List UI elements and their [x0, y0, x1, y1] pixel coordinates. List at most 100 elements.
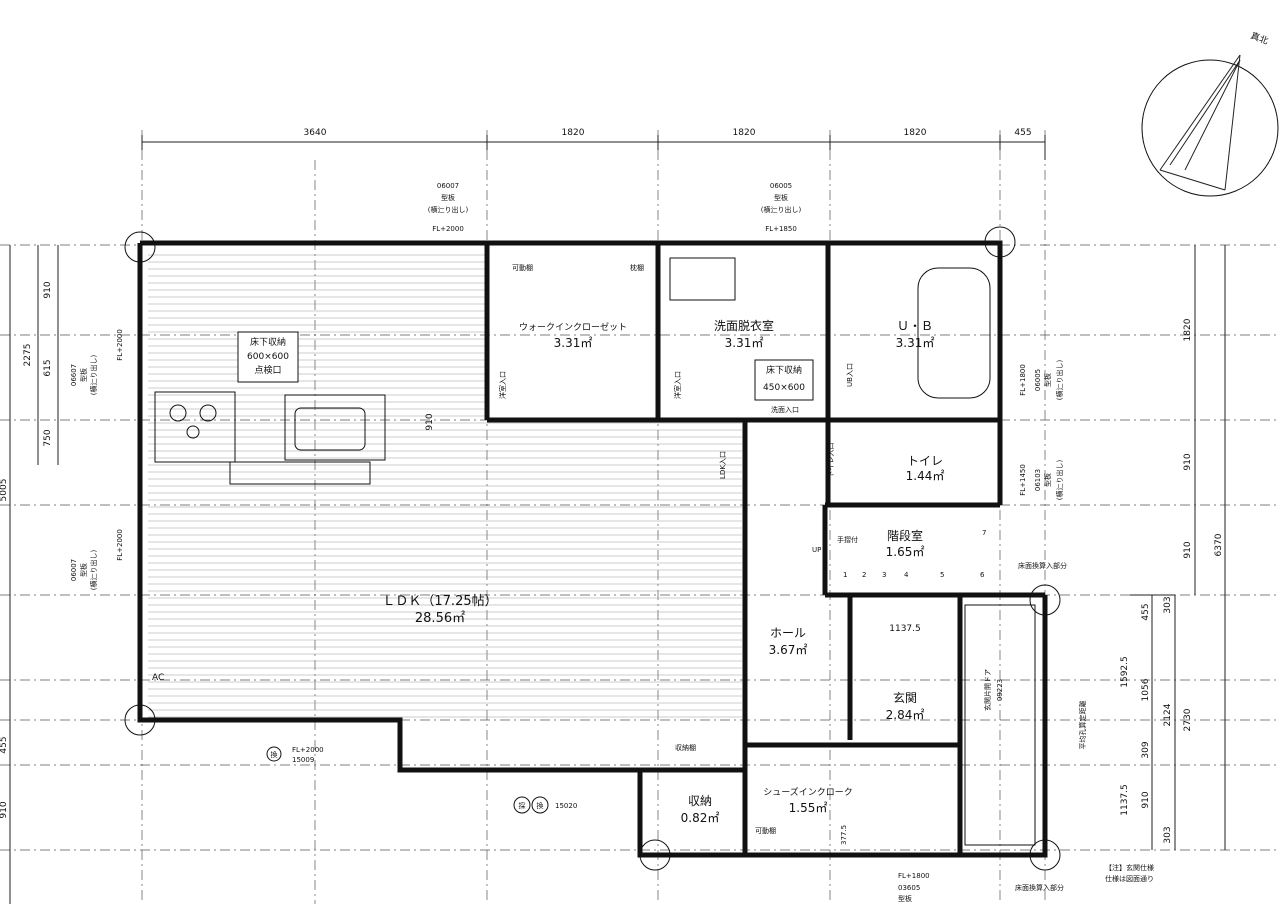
win-left1-fl: FL+2000 [116, 329, 124, 361]
room-hall: ホール 3.67㎡ LDK入口 [719, 451, 807, 657]
wic-shelf: 可動棚 [512, 263, 533, 272]
dim-right-12: 1137.5 [1120, 784, 1130, 816]
kan-symbol-1: 換 [271, 750, 278, 759]
storage-area: 0.82㎡ [681, 811, 720, 825]
window-top-1: 06007 型板 (横辷り出し) FL+2000 [428, 182, 469, 233]
sai-symbol: 採 [519, 801, 526, 810]
dim-top-2: 1820 [562, 128, 585, 138]
stair-step-number: 2 [862, 571, 866, 579]
window-bottom-1: 換 FL+2000 15009 [266, 746, 324, 764]
win-top2-fl: FL+1850 [765, 225, 797, 233]
dim-right-13: 910 [1141, 791, 1151, 808]
porch-tiles [964, 604, 1036, 846]
dim-right-3: 910 [1183, 541, 1193, 558]
sticker-1: 床面換算入部分 [1018, 561, 1067, 570]
stair-step-number: 5 [940, 571, 944, 579]
sticker-2: 床面換算入部分 [1015, 883, 1064, 892]
stair-step-number: 6 [980, 571, 985, 579]
win-top1-open: (横辷り出し) [428, 205, 469, 214]
ldk-name: ＬＤＫ（17.25帖） [382, 594, 497, 609]
win-top1-code: 06007 [437, 182, 459, 190]
dim-top-3: 1820 [733, 128, 756, 138]
window-left-1: 06607 型板 (横辷り出し) FL+2000 [70, 329, 124, 395]
win-bottom1-fl: FL+2000 [292, 746, 324, 754]
win-left2-fl: FL+2000 [116, 529, 124, 561]
yoshitsu-entrance-2: 洋室入口 [673, 371, 682, 399]
ldk-entrance: LDK入口 [719, 451, 727, 479]
dim-right-5: 455 [1141, 603, 1151, 620]
north-label: 真北 [1249, 30, 1270, 47]
hall-area: 3.67㎡ [769, 643, 808, 657]
stair-handrail: 手摺付 [837, 535, 858, 544]
stair-step-number: 7 [982, 529, 986, 537]
window-bottom-3: FL+1800 03605 型板 [898, 872, 930, 903]
right-dimensions: 1820 910 910 6370 455 303 1592.5 1056 21… [1120, 245, 1226, 850]
floor-storage-2-line1: 床下収納 [766, 364, 802, 376]
win-left1-open: (横辷り出し) [89, 355, 98, 396]
room-toilet: トイレ 1.44㎡ トイレ入口 [827, 443, 944, 484]
dim-left-2: 2275 [23, 344, 33, 367]
kan-symbol-2: 換 [537, 801, 544, 810]
toilet-name: トイレ [907, 454, 943, 468]
dim-left-4: 750 [43, 429, 53, 446]
wash-entrance: 洗面入口 [771, 405, 799, 414]
flooring-hatch [147, 250, 487, 720]
counter-dim: 910 [425, 413, 435, 430]
entrance-note: 平均孔算定距離 [1078, 701, 1087, 750]
dim-right-10: 2730 [1183, 708, 1193, 731]
north-arrow: 真北 [1141, 30, 1279, 197]
room-shoes: シューズインクローク 1.55㎡ 377.5 可動棚 [755, 786, 853, 845]
entrance-name: 玄関 [893, 690, 917, 705]
ldk-area: 28.56㎡ [415, 611, 465, 626]
dim-right-11: 309 [1141, 741, 1151, 758]
floor-storage-1-line1: 床下収納 [250, 336, 286, 348]
room-wash: 洗面脱衣室 3.31㎡ 床下収納 450×600 洗面入口 [669, 257, 814, 414]
win-right2-fl: FL+1450 [1019, 464, 1027, 496]
left-dimensions: 910 2275 615 750 5005 455 910 [0, 245, 59, 904]
entrance-area: 2.84㎡ [886, 708, 925, 722]
stair-step-number: 1 [843, 571, 847, 579]
win-top2-open: (横辷り出し) [761, 205, 802, 214]
win-bottom1-code: 15009 [292, 756, 314, 764]
win-top2-type: 型板 [774, 193, 788, 202]
win-left1-type: 型板 [79, 368, 88, 382]
stair-up: UP [812, 546, 821, 554]
corner-columns [124, 226, 1061, 871]
entrance-dim: 1137.5 [889, 624, 921, 634]
dim-top-1: 3640 [304, 128, 327, 138]
floor-lines [148, 254, 742, 718]
floor-storage-1-line2: 600×600 [247, 352, 289, 362]
exterior-walls [137, 240, 1048, 858]
room-storage: 収納 0.82㎡ 収納棚 [675, 743, 719, 825]
stair-step-number: 3 [882, 571, 886, 579]
dim-right-14: 303 [1163, 826, 1173, 843]
win-bottom2-code: 15020 [555, 802, 577, 810]
wic-pole: 枕棚 [630, 263, 644, 272]
shoes-shelf: 可動棚 [755, 826, 776, 835]
shoes-area: 1.55㎡ [789, 801, 828, 815]
floor-storage-1: 床下収納 600×600 点検口 [237, 331, 299, 383]
footnote-1: 【注】玄関仕様 [1105, 863, 1154, 872]
storage-name: 収納 [688, 794, 712, 808]
toilet-entrance: トイレ入口 [827, 443, 835, 478]
win-top2-code: 06005 [770, 182, 792, 190]
dim-right-1: 1820 [1183, 318, 1193, 341]
win-bottom3-type: 型板 [898, 894, 912, 903]
win-right2-type: 型板 [1043, 473, 1052, 487]
room-ldk: ＬＤＫ（17.25帖） 28.56㎡ [382, 594, 497, 626]
wash-name: 洗面脱衣室 [714, 318, 774, 333]
win-top1-type: 型板 [441, 193, 455, 202]
room-ub: Ｕ・Ｂ 3.31㎡ UB入口 [846, 267, 991, 399]
dim-right-4: 6370 [1214, 533, 1224, 556]
window-right-1: FL+1800 06005 型板 (横辷り出し) [1019, 360, 1064, 401]
floor-storage-1-line3: 点検口 [254, 364, 281, 376]
window-left-2: 06007 型板 (横辷り出し) FL+2000 [70, 529, 124, 590]
win-right2-code: 06103 [1034, 469, 1042, 491]
win-right1-fl: FL+1800 [1019, 364, 1027, 396]
dim-top-5: 455 [1014, 128, 1031, 138]
kitchen: 910 AC [152, 391, 435, 683]
win-left2-code: 06007 [70, 559, 78, 581]
win-bottom3-code: 03605 [898, 884, 920, 892]
